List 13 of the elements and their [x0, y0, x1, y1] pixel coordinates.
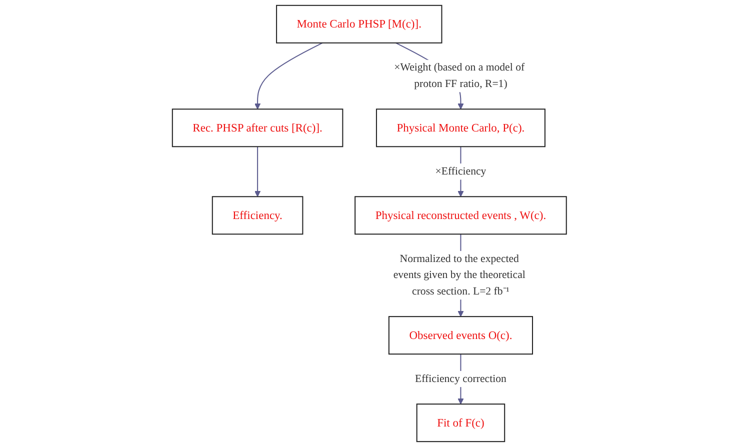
node-box: Monte Carlo PHSP [M(c)].	[276, 4, 442, 44]
node-box: Physical Monte Carlo, P(c).	[376, 108, 546, 148]
edge-label: ×Weight (based on a model of proton FF ratio, R=1)	[394, 62, 524, 90]
node-box: Fit of F(c)	[416, 404, 505, 442]
arrow	[254, 42, 322, 110]
arrow	[254, 146, 260, 197]
node-box: Physical reconstructed events , W(c).	[354, 196, 566, 235]
node-box: Rec. PHSP after cuts [R(c)].	[172, 108, 343, 148]
edge-label: Normalized to the expected events given by the theoretical cross section. L=2 fb⁻¹	[392, 253, 526, 297]
node-box: Efficiency.	[212, 196, 303, 235]
edge-label: Efficiency correction	[414, 372, 506, 384]
node-box: Observed events O(c).	[388, 316, 533, 355]
edge-label: ×Efficiency	[434, 166, 486, 178]
